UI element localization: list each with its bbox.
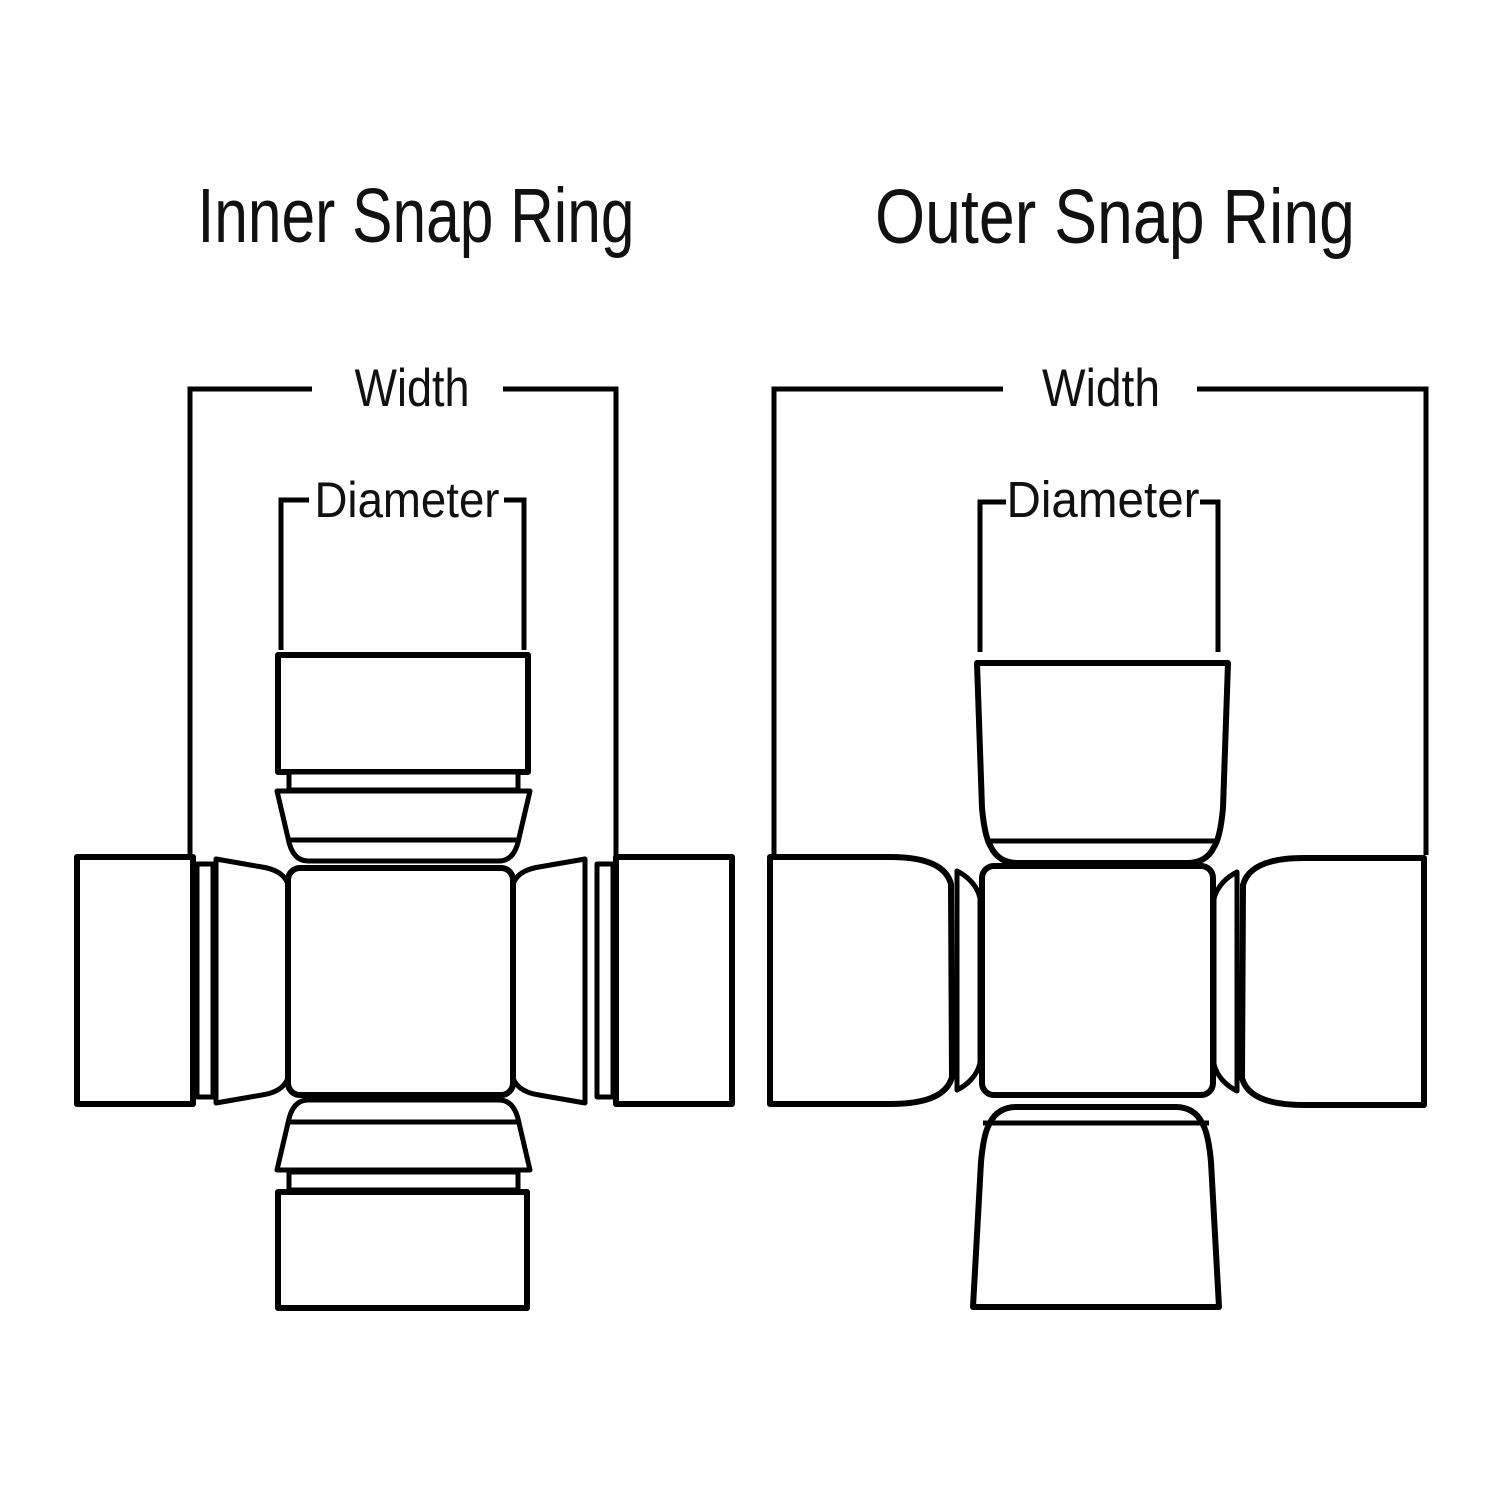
outer-center-body: [979, 863, 1216, 1098]
inner-left-boot: [213, 856, 293, 1106]
inner-diameter-bracket-right: [504, 497, 527, 650]
outer-diameter-label: Diameter: [1007, 471, 1200, 528]
inner-bottom-snap-ring-band: [286, 1169, 521, 1193]
inner-right-bearing-cap: [613, 854, 735, 1107]
outer-width-label: Width: [1042, 359, 1160, 418]
inner-left-bearing-cap: [74, 854, 196, 1107]
outer-bottom-bearing-cap: [970, 1104, 1222, 1310]
outer-snap-ring-diagram: Outer Snap Ring Width Diameter: [767, 174, 1429, 1310]
inner-diagram-title: Inner Snap Ring: [198, 173, 635, 259]
outer-diagram-title: Outer Snap Ring: [875, 174, 1355, 260]
inner-diameter-label: Diameter: [315, 472, 500, 528]
outer-left-cap-nose: [954, 868, 983, 1093]
inner-bottom-bearing-cap: [275, 1189, 530, 1311]
outer-left-bearing-cap: [767, 854, 955, 1107]
outer-diameter-bracket-right: [1200, 499, 1221, 652]
inner-width-label: Width: [355, 359, 470, 418]
inner-center-body: [285, 865, 516, 1098]
inner-top-boot: [274, 788, 533, 864]
inner-top-bearing-cap: [275, 652, 531, 775]
outer-width-bracket-left: [771, 386, 1003, 855]
inner-diameter-bracket-left: [278, 497, 309, 650]
inner-right-snap-ring-band: [594, 861, 616, 1100]
inner-top-snap-ring-band: [286, 769, 521, 793]
outer-right-cap-nose: [1211, 869, 1240, 1094]
outer-diameter-bracket-left: [977, 499, 1006, 652]
inner-width-bracket-left: [187, 386, 312, 857]
outer-width-bracket-right: [1197, 386, 1429, 855]
inner-left-snap-ring-band: [194, 861, 216, 1100]
inner-right-boot: [508, 856, 588, 1106]
inner-width-bracket-right: [503, 386, 619, 857]
outer-top-bearing-cap: [974, 660, 1231, 866]
inner-bottom-boot: [274, 1097, 533, 1173]
inner-snap-ring-diagram: Inner Snap Ring Width Diameter: [74, 173, 735, 1311]
outer-right-bearing-cap: [1239, 855, 1427, 1108]
